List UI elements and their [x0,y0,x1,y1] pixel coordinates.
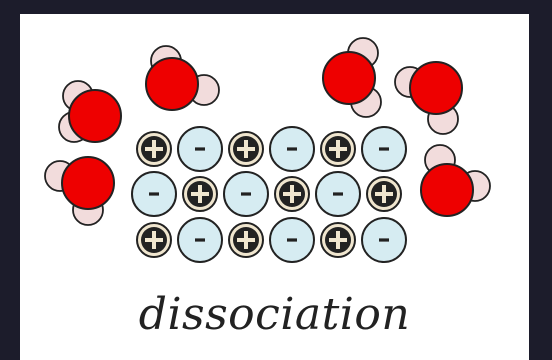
cation-ion [136,222,172,258]
minus-sign [195,238,205,242]
anion-ion [269,126,315,172]
anion-ion [269,217,315,263]
minus-sign [149,192,159,196]
cation-ion [228,131,264,167]
water-molecule [145,45,220,111]
water-molecules [44,37,491,226]
oxygen-atom [420,163,474,217]
cation-ion [320,222,356,258]
anion-ion [223,171,269,217]
cation-ion [136,131,172,167]
plus-sign [244,231,248,249]
plus-sign [382,185,386,203]
minus-sign [287,238,297,242]
oxygen-atom [409,61,463,115]
plus-sign [152,140,156,158]
anion-ion [177,126,223,172]
minus-sign [379,238,389,242]
anion-ion [361,126,407,172]
water-molecule [58,80,122,143]
plus-sign [336,140,340,158]
plus-sign [290,185,294,203]
plus-sign [244,140,248,158]
plus-sign [152,231,156,249]
plus-sign [336,231,340,249]
oxygen-atom [61,156,115,210]
water-molecule [322,37,382,118]
anion-ion [315,171,361,217]
anion-ion [177,217,223,263]
water-molecule [420,144,491,217]
cation-ion [366,176,402,212]
oxygen-atom [145,57,199,111]
minus-sign [241,192,251,196]
diagram-caption: dissociation [138,289,411,340]
minus-sign [195,147,205,151]
cation-ion [320,131,356,167]
oxygen-atom [322,51,376,105]
oxygen-atom [68,89,122,143]
cation-ion [274,176,310,212]
ionic-lattice [131,126,407,263]
plus-sign [198,185,202,203]
cation-ion [228,222,264,258]
water-molecule [394,61,463,135]
water-molecule [44,156,115,226]
minus-sign [287,147,297,151]
minus-sign [333,192,343,196]
anion-ion [361,217,407,263]
anion-ion [131,171,177,217]
cation-ion [182,176,218,212]
minus-sign [379,147,389,151]
